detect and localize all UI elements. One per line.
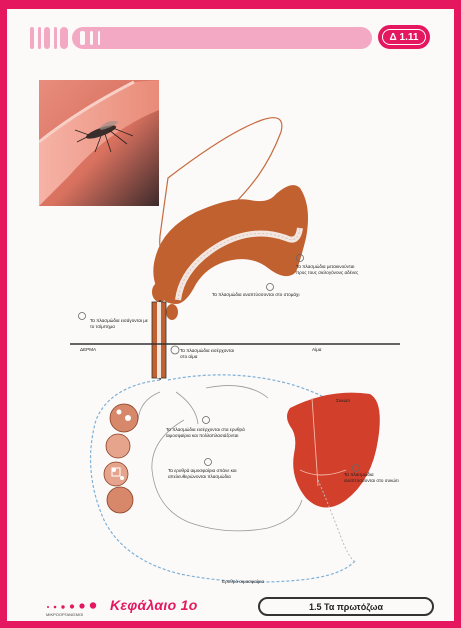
mosquito-body [153,185,308,304]
label-stomach-step: Τα πλασμώδια αναπτύσσονται στο στομάχι [212,292,302,298]
footer-chapter: Κεφάλαιο 1ο [46,597,198,613]
label-glands-step: Τα πλασμώδια μετακινούνται προς τους σιε… [296,264,362,275]
label-skin: ΔΕΡΜΑ [80,347,96,353]
liver [287,393,380,508]
label-bite-step: Τα πλασμώδια εισέρχονται στο αίμα [180,348,242,359]
section-title: 1.5 Τα πρωτόζωα [258,597,434,616]
label-release-step: Τα ερυθρά αιμοσφαίρια σπάνε και απελευθε… [168,468,268,479]
chapter-title: Κεφάλαιο 1ο [110,597,198,613]
footer-subtitle: ΜΙΚΡΟΟΡΓΑΝΙΣΜΟΙ [46,612,83,617]
label-liver: Συκώτι [336,398,350,404]
label-rbc-step: Τα πλασμώδια εισέρχονται στα ερυθρά αιμο… [166,427,270,438]
label-blood: Αίμα [312,347,321,353]
red-blood-cells [104,404,138,513]
label-liver-step: Τα πλασμώδια αναπτύσσονται στο συκώτι [344,472,400,483]
label-erythrocytes: Ερυθρά αιμοσφαίρια [222,579,264,585]
label-inject-step: Τα πλασμώδια εισάγονται με το τσίμπημα [90,318,152,329]
footer-dots [46,600,104,610]
